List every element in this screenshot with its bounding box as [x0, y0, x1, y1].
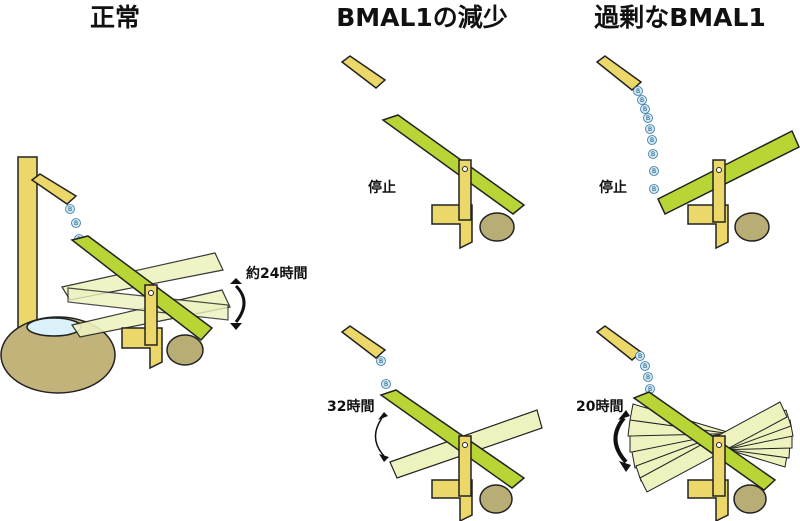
bamboo-tube	[70, 235, 214, 342]
title-bmal1-excess: 過剰なBMAL1	[594, 3, 766, 32]
bmal1-bead	[71, 218, 81, 228]
cycle-arrow	[374, 417, 385, 457]
stand-post	[712, 159, 726, 223]
arrow-head	[618, 410, 630, 420]
bmal1-bead	[647, 135, 657, 145]
water-spout	[595, 55, 643, 91]
pivot	[716, 442, 722, 448]
pivot	[716, 167, 722, 173]
cycle-arrow	[234, 284, 246, 323]
arrow-head	[379, 454, 389, 462]
pivot	[462, 442, 468, 448]
bead-letter: B	[646, 115, 650, 122]
bmal1-bead	[65, 204, 75, 214]
bamboo-tube	[657, 129, 800, 216]
pivot	[148, 290, 154, 296]
water-spout	[340, 55, 387, 89]
stand-post	[458, 159, 472, 221]
bead-letter: B	[68, 206, 72, 213]
bmal1-bead	[645, 124, 655, 134]
bead-letter: B	[648, 126, 652, 133]
stone	[734, 212, 770, 242]
bead-letter: B	[646, 374, 650, 381]
bmal1-bead	[376, 356, 386, 366]
stand-post	[712, 435, 726, 497]
stopped-label-reduced: 停止	[368, 179, 396, 196]
bmal1-bead	[643, 113, 653, 123]
stone	[479, 212, 515, 242]
stand-post	[458, 435, 472, 497]
stone	[166, 334, 204, 366]
bamboo-tube	[381, 114, 526, 215]
bead-letter: B	[74, 220, 78, 227]
bead-letter: B	[648, 386, 652, 393]
bmal1-bead	[637, 95, 647, 105]
bmal1-bead	[649, 166, 659, 176]
period-label-reduced: 32時間	[327, 398, 374, 415]
title-bmal1-reduced: BMAL1の減少	[336, 3, 508, 32]
period-label-excess: 20時間	[576, 398, 623, 415]
bead-letter: B	[652, 186, 656, 193]
bead-letter: B	[650, 137, 654, 144]
stone	[733, 484, 767, 514]
panel-excess-fast: B B B B 20時間	[576, 325, 794, 521]
bead-letter: B	[636, 88, 640, 95]
bmal1-bead	[633, 86, 643, 96]
stand-post	[144, 284, 158, 346]
arrow-head	[230, 323, 242, 330]
bead-letter: B	[638, 353, 642, 360]
bead-letter: B	[643, 363, 647, 370]
water-post	[17, 156, 38, 348]
panel-normal: B B B 約24時間	[0, 156, 307, 394]
water-spout	[595, 325, 643, 361]
arrow-head	[230, 278, 242, 284]
title-normal: 正常	[90, 3, 140, 32]
arrow-head	[378, 412, 388, 420]
panel-reduced-slow: B B 32時間	[327, 325, 543, 521]
bmal1-bead	[635, 351, 645, 361]
bead-letter: B	[640, 97, 644, 104]
period-label-normal: 約24時間	[246, 265, 307, 282]
stone	[479, 484, 513, 514]
bead-letter: B	[651, 151, 655, 158]
bead-letter: B	[643, 106, 647, 113]
water-spout	[30, 173, 78, 205]
arrow-head	[619, 461, 631, 472]
bmal1-beads-excess-top: B B B B B B B B B	[633, 86, 659, 194]
panel-reduced-stopped: 停止	[340, 55, 526, 250]
panel-excess-stopped: B B B B B B B B B 停止	[595, 55, 800, 250]
bead-letter: B	[379, 358, 383, 365]
bmal1-bead	[381, 379, 391, 389]
pivot	[462, 166, 468, 172]
bmal1-bead	[649, 184, 659, 194]
bmal1-bead	[640, 361, 650, 371]
water-spout	[340, 325, 387, 359]
stopped-label-excess: 停止	[599, 179, 627, 196]
bmal1-bead	[648, 149, 658, 159]
bead-letter: B	[384, 381, 388, 388]
bead-letter: B	[652, 168, 656, 175]
bmal1-bead	[640, 104, 650, 114]
cycle-arrow	[613, 416, 628, 464]
bmal1-bead	[643, 372, 653, 382]
